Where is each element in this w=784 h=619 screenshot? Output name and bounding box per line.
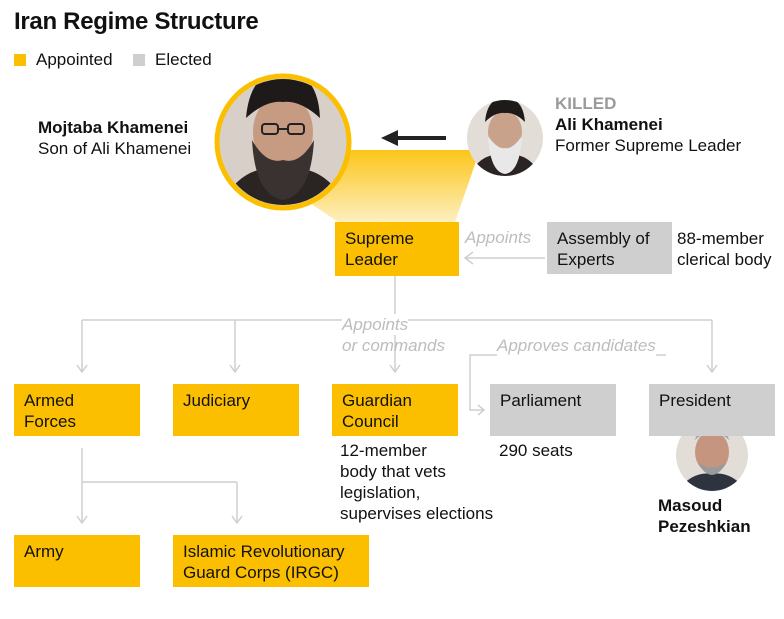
legend-appointed-swatch bbox=[14, 54, 26, 66]
node-armed-forces-line2: Forces bbox=[24, 412, 76, 431]
node-guardian-line2: Council bbox=[342, 412, 399, 431]
node-assembly-of-experts: Assembly of Experts bbox=[547, 222, 672, 274]
node-judiciary-line1: Judiciary bbox=[183, 391, 251, 410]
edge-label-appoints-or: Appoints bbox=[342, 314, 409, 335]
node-army-line1: Army bbox=[24, 542, 64, 561]
node-guardian-line1: Guardian bbox=[342, 391, 412, 410]
guardian-note-line1: 12-member bbox=[340, 441, 427, 460]
guardian-note-line3: legislation, bbox=[340, 483, 421, 502]
legend-elected-label: Elected bbox=[155, 50, 212, 69]
guardian-note-line2: body that vets bbox=[340, 462, 446, 481]
guardian-note-line4: supervises elections bbox=[340, 504, 494, 523]
succession-arrow-head bbox=[381, 130, 398, 146]
arrow-armed bbox=[76, 364, 88, 374]
node-supreme-leader-line2: Leader bbox=[345, 250, 398, 269]
arrow-irgc bbox=[231, 515, 243, 525]
parliament-note: 290 seats bbox=[499, 441, 573, 460]
legend-appointed: Appointed bbox=[14, 50, 113, 70]
pezeshkian-name-line2: Pezeshkian bbox=[658, 517, 751, 536]
node-armed-forces: Armed Forces bbox=[14, 384, 140, 436]
node-president-line1: President bbox=[659, 391, 731, 410]
arrow-president bbox=[706, 364, 718, 374]
legend-elected: Elected bbox=[133, 50, 212, 70]
node-parliament-line1: Parliament bbox=[500, 391, 582, 410]
mojtaba-desc: Son of Ali Khamenei bbox=[38, 139, 192, 158]
legend-appointed-label: Appointed bbox=[36, 50, 113, 69]
node-assembly-line2: Experts bbox=[557, 250, 615, 269]
edge-label-approves-candidates: Approves candidates bbox=[497, 335, 656, 356]
diagram-title: Iran Regime Structure bbox=[14, 8, 259, 35]
arrow-judiciary bbox=[229, 364, 241, 374]
ali-name: Ali Khamenei bbox=[555, 115, 663, 134]
assembly-note-line2: clerical body bbox=[677, 250, 772, 269]
edge-label-or-commands: or commands bbox=[342, 336, 445, 355]
assembly-note-line1: 88-member bbox=[677, 229, 764, 248]
node-guardian-council: Guardian Council bbox=[332, 384, 458, 436]
mojtaba-name: Mojtaba Khamenei bbox=[38, 118, 189, 137]
node-armed-forces-line1: Armed bbox=[24, 391, 75, 410]
arrow-guardian bbox=[389, 364, 401, 374]
killed-label: KILLED bbox=[555, 94, 617, 113]
node-irgc-line2: Guard Corps (IRGC) bbox=[183, 563, 339, 582]
node-president: President bbox=[649, 384, 775, 436]
node-irgc-line1: Islamic Revolutionary bbox=[183, 542, 345, 561]
node-parliament: Parliament bbox=[490, 384, 616, 436]
ali-desc: Former Supreme Leader bbox=[555, 136, 742, 155]
node-assembly-line1: Assembly of bbox=[557, 229, 650, 248]
arrow-army bbox=[76, 515, 88, 525]
node-supreme-leader: Supreme Leader bbox=[335, 222, 459, 276]
arrow-to-leader bbox=[463, 251, 474, 265]
node-irgc: Islamic Revolutionary Guard Corps (IRGC) bbox=[173, 535, 369, 587]
edge-label-appoints: Appoints bbox=[465, 228, 532, 247]
legend-elected-swatch bbox=[133, 54, 145, 66]
node-judiciary: Judiciary bbox=[173, 384, 299, 436]
node-supreme-leader-line1: Supreme bbox=[345, 229, 414, 248]
arrow-parliament bbox=[477, 404, 486, 416]
node-army: Army bbox=[14, 535, 140, 587]
ali-portrait bbox=[467, 100, 543, 176]
pezeshkian-name-line1: Masoud bbox=[658, 496, 723, 515]
